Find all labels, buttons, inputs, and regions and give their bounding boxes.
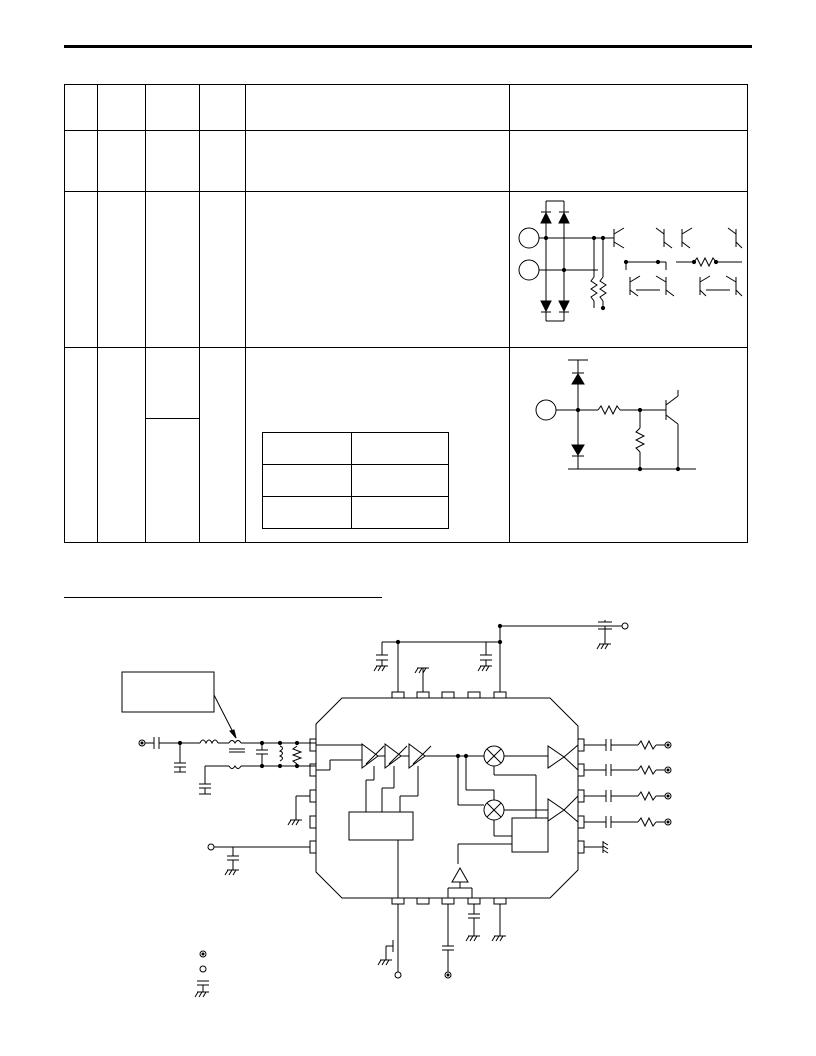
table-row bbox=[262, 432, 449, 465]
table-cell bbox=[351, 432, 449, 465]
block-diagram bbox=[0, 600, 816, 1010]
table-row bbox=[262, 496, 449, 529]
table-cell bbox=[262, 464, 352, 497]
header-cell bbox=[245, 84, 510, 131]
header-rule bbox=[64, 45, 752, 48]
inner-value-table bbox=[262, 432, 449, 529]
table-cell bbox=[64, 130, 98, 192]
section-heading-underline bbox=[64, 597, 382, 598]
table-cell bbox=[351, 496, 449, 529]
table-cell bbox=[64, 191, 98, 348]
table-cell bbox=[145, 347, 200, 543]
table-cell bbox=[145, 191, 200, 348]
table-cell bbox=[351, 464, 449, 497]
table-cell bbox=[199, 130, 246, 192]
cell-subdivider bbox=[146, 418, 199, 419]
table-cell bbox=[509, 347, 748, 543]
table-cell bbox=[64, 347, 98, 543]
table-cell bbox=[199, 191, 246, 348]
table-cell bbox=[245, 130, 510, 192]
table-cell bbox=[509, 130, 748, 192]
table-header-row bbox=[64, 84, 748, 131]
header-cell bbox=[199, 84, 246, 131]
table-cell bbox=[245, 191, 510, 348]
table-cell bbox=[199, 347, 246, 543]
header-cell bbox=[509, 84, 748, 131]
table-cell bbox=[145, 130, 200, 192]
table-cell bbox=[97, 130, 146, 192]
header-cell bbox=[64, 84, 98, 131]
table-cell bbox=[97, 347, 146, 543]
table-row bbox=[64, 130, 748, 192]
table-cell bbox=[262, 432, 352, 465]
equivalent-circuit-single bbox=[520, 352, 720, 477]
table-cell bbox=[97, 191, 146, 348]
table-cell bbox=[262, 496, 352, 529]
header-cell bbox=[145, 84, 200, 131]
header-cell bbox=[97, 84, 146, 131]
table-row bbox=[262, 464, 449, 497]
equivalent-circuit-differential bbox=[510, 195, 750, 335]
